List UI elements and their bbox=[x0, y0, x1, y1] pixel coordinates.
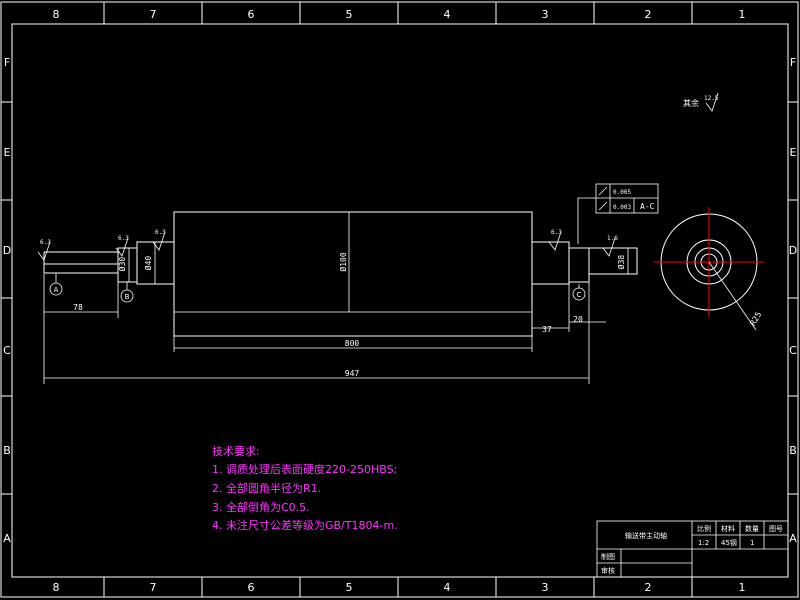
datum-label: C bbox=[577, 291, 582, 299]
row-label-right: E bbox=[790, 146, 797, 159]
col-count: 数量 bbox=[745, 524, 759, 533]
drafter-label: 制图 bbox=[601, 552, 615, 561]
col-scale: 比例 bbox=[697, 524, 711, 533]
dim-length-total: 947 bbox=[345, 369, 360, 378]
dim-length-37: 37 bbox=[542, 325, 552, 334]
col-label-top: 5 bbox=[346, 8, 353, 21]
col-material: 材料 bbox=[721, 524, 735, 533]
row-label-right: B bbox=[789, 444, 797, 457]
dimension-text: 78 800 947 37 20 Ø30 Ø40 Ø100 Ø38 R25 bbox=[73, 252, 763, 378]
col-label-top: 3 bbox=[542, 8, 549, 21]
roughness-value: 6.3 bbox=[155, 229, 166, 236]
col-label-top: 4 bbox=[444, 8, 451, 21]
col-label-top: 1 bbox=[739, 8, 746, 21]
col-label-top: 8 bbox=[53, 8, 60, 21]
roughness-symbol-rest bbox=[705, 92, 719, 112]
tolerance-value-2: 0.003 bbox=[613, 204, 631, 211]
roughness-symbol bbox=[115, 237, 129, 257]
roughness-value: 6.3 bbox=[118, 235, 129, 242]
border-labels: 8 7 6 5 4 3 2 1 8 7 6 5 4 3 2 1 F E D C … bbox=[3, 8, 797, 594]
radius-leader bbox=[708, 261, 757, 331]
col-label-top: 6 bbox=[248, 8, 255, 21]
requirement-item: 3. 全部倒角为C0.5. bbox=[212, 500, 310, 514]
side-view bbox=[654, 207, 764, 331]
row-label-left: A bbox=[3, 532, 11, 545]
col-label-bottom: 6 bbox=[248, 581, 255, 594]
datum-markers bbox=[49, 273, 586, 303]
requirement-item: 4. 未注尺寸公差等级为GB/T1804-m. bbox=[212, 518, 398, 532]
row-label-left: B bbox=[3, 444, 11, 457]
technical-requirements: 技术要求: 1. 调质处理后表面硬度220-250HBS; 2. 全部圆角半径为… bbox=[212, 445, 398, 532]
requirement-item: 2. 全部圆角半径为R1. bbox=[212, 481, 321, 495]
roughness-value: 6.3 bbox=[40, 239, 51, 246]
dim-dia-right: Ø38 bbox=[616, 255, 626, 270]
roughness-symbol bbox=[152, 231, 166, 251]
tolerance-frame bbox=[577, 183, 659, 244]
dim-length-body: 800 bbox=[345, 339, 360, 348]
dim-dia-40: Ø40 bbox=[143, 256, 153, 271]
col-label-bottom: 1 bbox=[739, 581, 746, 594]
shaft-outline bbox=[43, 211, 638, 337]
col-label-bottom: 3 bbox=[542, 581, 549, 594]
col-label-bottom: 4 bbox=[444, 581, 451, 594]
tolerance-datum: A-C bbox=[640, 202, 655, 211]
requirement-item: 1. 调质处理后表面硬度220-250HBS; bbox=[212, 462, 397, 476]
reviewer-label: 审核 bbox=[601, 566, 615, 575]
col-label-bottom: 2 bbox=[645, 581, 652, 594]
row-label-left: E bbox=[4, 146, 11, 159]
roughness-rest-value: 12.5 bbox=[704, 95, 719, 102]
row-label-right: C bbox=[789, 344, 797, 357]
tolerance-value-1: 0.005 bbox=[613, 189, 631, 196]
dim-radius: R25 bbox=[748, 310, 763, 327]
row-label-left: F bbox=[4, 56, 10, 69]
dim-length-left: 78 bbox=[73, 303, 83, 312]
roughness-value: 6.3 bbox=[551, 229, 562, 236]
dim-dia-100: Ø100 bbox=[338, 252, 348, 271]
material-value: 45钢 bbox=[721, 538, 737, 547]
roughness-rest-label: 其余 bbox=[683, 98, 699, 108]
col-label-top: 2 bbox=[645, 8, 652, 21]
scale-value: 1:2 bbox=[698, 539, 709, 547]
col-label-bottom: 8 bbox=[53, 581, 60, 594]
roughness-symbol bbox=[548, 231, 562, 251]
dim-length-20: 20 bbox=[573, 315, 583, 324]
datum-label: A bbox=[54, 286, 59, 294]
dimension-lines bbox=[43, 212, 629, 384]
part-name: 输送带主动轴 bbox=[625, 531, 667, 540]
datum-label: B bbox=[125, 293, 130, 301]
count-value: 1 bbox=[750, 539, 754, 547]
row-label-right: D bbox=[789, 244, 797, 257]
col-drawing: 图号 bbox=[769, 525, 783, 533]
roughness-symbol bbox=[602, 237, 616, 257]
dim-dia-30: Ø30 bbox=[117, 257, 127, 272]
col-label-bottom: 7 bbox=[150, 581, 157, 594]
roughness-symbol bbox=[37, 241, 51, 261]
row-label-right: F bbox=[790, 56, 796, 69]
requirements-title: 技术要求: bbox=[212, 445, 260, 458]
row-label-left: C bbox=[3, 344, 11, 357]
roughness-value: 1.6 bbox=[607, 235, 618, 242]
inner-border bbox=[11, 23, 789, 578]
row-label-left: D bbox=[3, 244, 11, 257]
shaft-body bbox=[173, 211, 533, 337]
row-label-right: A bbox=[789, 532, 797, 545]
col-label-top: 7 bbox=[150, 8, 157, 21]
title-block bbox=[596, 520, 789, 578]
roughness-marks bbox=[37, 92, 719, 261]
col-label-bottom: 5 bbox=[346, 581, 353, 594]
